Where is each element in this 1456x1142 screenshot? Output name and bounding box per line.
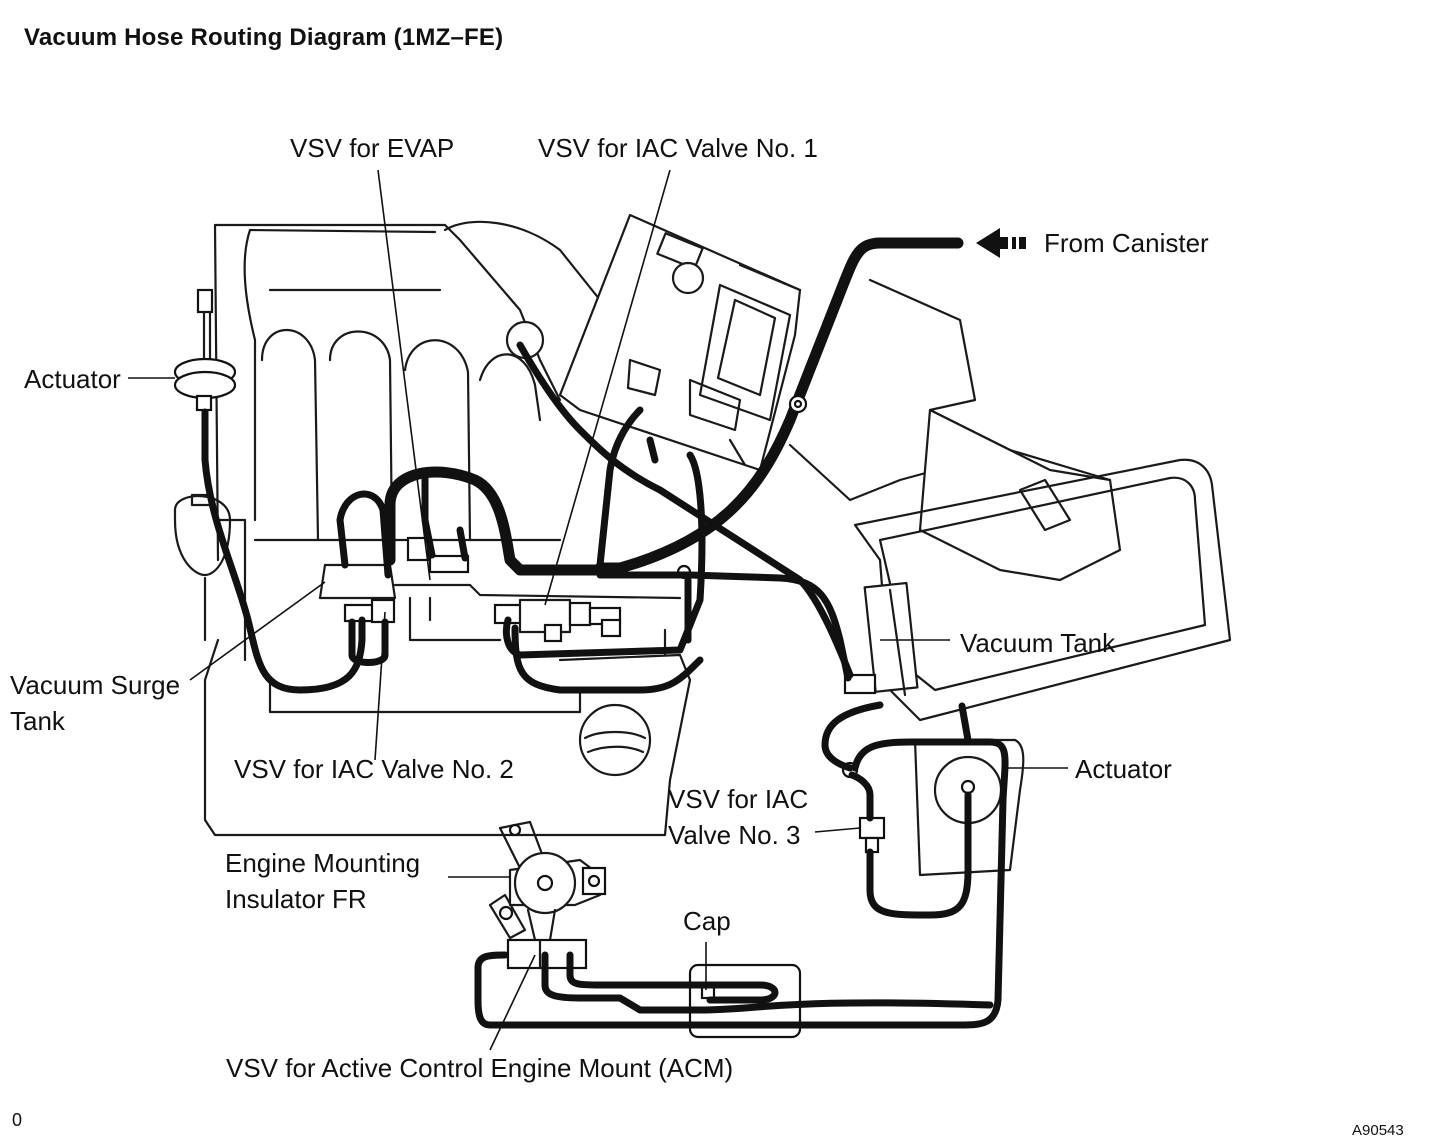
leader-lines [128,169,1068,1051]
label-actuator-right: Actuator [1075,754,1172,784]
right-actuator-assembly [841,673,976,854]
label-actuator-left: Actuator [24,364,121,394]
vacuum-tank [863,581,919,697]
label-from-canister: From Canister [1044,228,1209,258]
engine-block [203,638,1025,877]
diagram-title: Vacuum Hose Routing Diagram (1MZ–FE) [24,24,504,51]
label-vacuum-surge-tank-line2: Tank [10,706,65,736]
label-vsv-iac-valve-3-line1: VSV for IAC [668,784,809,814]
corner-left-mark: 0 [12,1110,23,1130]
label-vacuum-surge-tank-line1: Vacuum Surge [10,670,181,700]
label-vsv-iac-valve-3-line2: Valve No. 3 [668,820,801,850]
figure-code: A90543 [1352,1122,1404,1139]
canister-arrow-icon [976,228,1026,258]
label-vsv-acm: VSV for Active Control Engine Mount (ACM… [226,1053,734,1083]
label-cap: Cap [683,906,731,936]
label-vsv-evap: VSV for EVAP [290,133,455,163]
label-vsv-iac-valve-1: VSV for IAC Valve No. 1 [538,133,818,163]
label-vsv-iac-valve-2: VSV for IAC Valve No. 2 [234,754,514,784]
left-actuator-assembly [173,288,237,642]
label-vacuum-tank: Vacuum Tank [960,628,1116,658]
label-engine-mount-line2: Insulator FR [225,884,367,914]
intake-manifold [213,220,602,662]
vacuum-hoses [201,237,1009,1029]
throttle-body [558,213,802,472]
air-intake [788,278,1232,722]
label-engine-mount-line1: Engine Mounting [225,848,421,878]
